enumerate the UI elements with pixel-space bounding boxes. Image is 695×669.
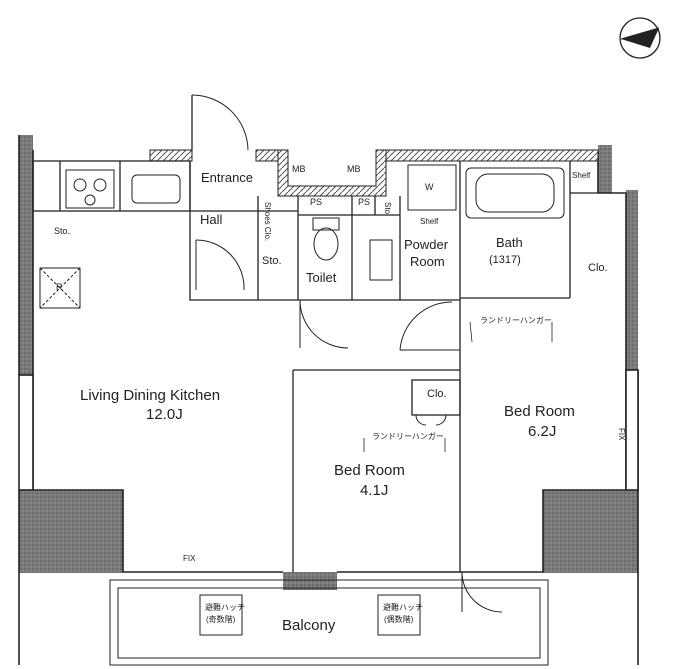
- room-bath: Bath: [496, 235, 523, 250]
- room-powder-2: Room: [410, 254, 445, 269]
- room-balcony: Balcony: [282, 617, 336, 634]
- storage-mb-1: MB: [292, 164, 306, 174]
- laundry-hangers: [363, 321, 553, 452]
- room-size-bed-large: 6.2J: [528, 423, 557, 440]
- storage-sto-vertical: Sto.: [382, 202, 392, 217]
- room-bath-size: (1317): [489, 254, 521, 266]
- hatched-walls: [149, 149, 599, 197]
- room-powder-1: Powder: [404, 237, 449, 252]
- room-hall: Hall: [200, 212, 223, 227]
- room-size-ldk: 12.0J: [146, 406, 183, 423]
- fridge-mark: R: [56, 282, 63, 292]
- laundry-hanger-1: ランドリーハンガー: [480, 316, 552, 325]
- fix-right: FIX: [616, 428, 626, 441]
- storage-sto-kitchen: Sto.: [54, 226, 71, 236]
- room-name-bed-small: Bed Room: [334, 462, 405, 479]
- storage-ps-1: PS: [310, 197, 323, 207]
- fixtures: [39, 164, 565, 666]
- room-entrance: Entrance: [201, 170, 254, 185]
- storage-shelf-top: Shelf: [572, 171, 591, 180]
- storage-clo-bed: Clo.: [427, 388, 447, 400]
- room-name-bed-large: Bed Room: [504, 403, 575, 420]
- storage-clo-bath: Clo.: [588, 262, 608, 274]
- door-swings: [191, 94, 503, 613]
- storage-shoes-clo: Shoes Clo.: [262, 202, 272, 242]
- room-name-ldk: Living Dining Kitchen: [80, 387, 221, 404]
- compass-arrow-icon: [619, 17, 661, 59]
- hatch-2-line2: (偶数階): [384, 615, 414, 624]
- washer-mark: W: [425, 182, 434, 192]
- hatch-1-line1: 避難ハッチ: [205, 603, 245, 612]
- hatch-1-line2: (奇数階): [206, 615, 236, 624]
- laundry-hanger-2: ランドリーハンガー: [372, 432, 444, 441]
- storage-sto-hall: Sto.: [262, 255, 282, 267]
- storage-ps-2: PS: [358, 197, 371, 207]
- room-size-bed-small: 4.1J: [360, 482, 389, 499]
- room-toilet: Toilet: [306, 270, 337, 285]
- exterior-walls: [19, 135, 638, 590]
- hatch-2-line1: 避難ハッチ: [383, 603, 423, 612]
- storage-shelf-powder: Shelf: [420, 217, 439, 226]
- storage-mb-2: MB: [347, 164, 361, 174]
- fix-bottom: FIX: [183, 554, 196, 563]
